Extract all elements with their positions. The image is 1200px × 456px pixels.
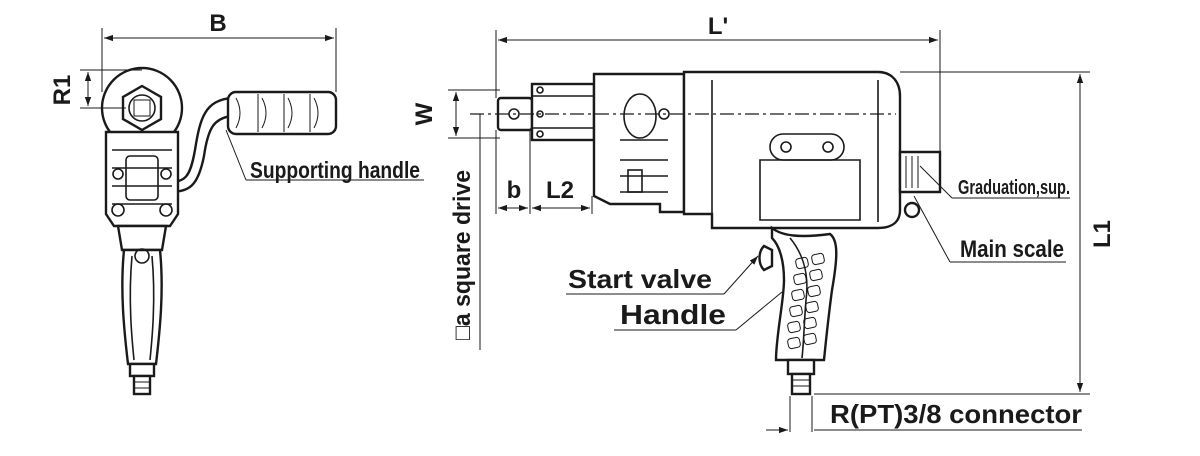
- front-grip: [121, 248, 163, 366]
- side-connector: [786, 358, 816, 376]
- hex-socket: [121, 84, 163, 132]
- supporting-handle-callout: Supporting handle: [225, 129, 424, 183]
- handle-label: Handle: [620, 299, 726, 330]
- dimension-L1: L1: [814, 71, 1116, 395]
- handle-callout: Handle: [614, 291, 783, 331]
- square-drive-callout: □a square drive: [449, 114, 481, 350]
- rear-dial: [898, 150, 942, 194]
- dimension-W: W: [411, 89, 500, 139]
- handle-grip-pattern: [787, 252, 825, 350]
- start-valve-callout: Start valve: [566, 255, 759, 295]
- connector-callout: R(PT)3/8 connector: [766, 396, 1082, 434]
- front-neck: [116, 224, 168, 252]
- supporting-handle-label: Supporting handle: [250, 157, 420, 183]
- front-view: [100, 66, 338, 396]
- dimension-B-label: B: [209, 10, 226, 37]
- dimension-L-prime-label: L': [708, 13, 728, 40]
- graduation-sup-label: Graduation,sup.: [958, 177, 1070, 199]
- dimension-b-label: b: [507, 177, 522, 204]
- dimension-L1-label: L1: [1089, 220, 1116, 248]
- supporting-handle-arm: [167, 96, 233, 194]
- front-connector: [128, 362, 156, 378]
- start-valve: [758, 244, 774, 272]
- side-connector-tip: [790, 372, 812, 396]
- supporting-handle-grip: [226, 90, 338, 136]
- main-scale-label: Main scale: [960, 236, 1064, 263]
- graduation-callout: Graduation,sup.: [919, 165, 1070, 199]
- dimension-R1-label: R1: [49, 75, 76, 106]
- dimension-L-prime: L': [495, 13, 941, 152]
- side-plate: [769, 133, 845, 161]
- dimension-L2-label: L2: [546, 177, 574, 204]
- main-body: [682, 70, 902, 230]
- dimension-W-label: W: [411, 102, 438, 125]
- dimension-B: B: [101, 10, 337, 92]
- side-view: [470, 70, 942, 396]
- start-valve-label: Start valve: [568, 264, 712, 294]
- main-scale-knob: [903, 201, 921, 219]
- front-body: [104, 130, 180, 228]
- main-scale-callout: Main scale: [913, 195, 1066, 263]
- connector-label: R(PT)3/8 connector: [830, 399, 1082, 429]
- front-connector-tip: [132, 374, 152, 396]
- square-drive-label: □a square drive: [449, 170, 476, 340]
- dimension-b-L2: b L2: [495, 130, 593, 214]
- dimension-R1: R1: [49, 69, 142, 109]
